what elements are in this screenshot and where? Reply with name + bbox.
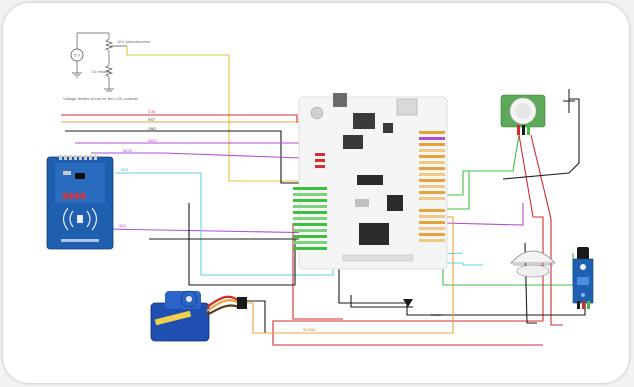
label-buzzer: buzzer [431, 313, 443, 317]
source-label: 5 V [74, 53, 80, 58]
wire-contrast-yellow [126, 46, 323, 182]
power-jack [396, 98, 418, 116]
pir-sensor [500, 94, 546, 135]
left-header-pins [293, 187, 327, 250]
right-header-pins [419, 131, 445, 242]
wire-pir-purple [442, 203, 524, 226]
pot-label: 10 k potentiometer [117, 39, 151, 44]
label-miso: MISO [148, 139, 157, 143]
schematic-caption: Voltage divider circuit for the LCD cont… [63, 96, 139, 101]
sensor-module [572, 247, 594, 309]
label-sck: SCK [121, 168, 129, 172]
wire-labels: 3.3V RST GND MISO MOSI SCK SDA SIGNAL bu… [119, 110, 443, 332]
wire-vcc-red [61, 114, 298, 123]
wire-pir-green [435, 134, 520, 196]
servo-motor [150, 290, 247, 342]
usb-chip [357, 175, 383, 185]
sensor-probe [577, 247, 589, 261]
nfc-antenna-icon [62, 207, 98, 231]
label-mosi: MOSI [123, 149, 132, 153]
wire-servo-red [292, 223, 343, 320]
diagram-card: 5 V 10 k potentiometer 1 k resistor Volt… [3, 3, 629, 383]
wire-servo-signal [241, 216, 454, 334]
resistor-label: 1 k resistor [91, 69, 111, 74]
wire-power-red [272, 134, 544, 346]
label-rst: RST [148, 118, 156, 122]
push-switch [563, 89, 575, 113]
wire-buzzer-black [350, 295, 403, 308]
label-sda: SDA [119, 224, 127, 228]
potentiometer-symbol [104, 33, 114, 59]
label-signal: SIGNAL [303, 328, 316, 332]
diode [403, 299, 413, 308]
wire-tact-black [502, 98, 580, 180]
wire-power-red-2 [530, 134, 563, 326]
arduino-board [293, 93, 448, 270]
wire-black-2 [188, 203, 296, 286]
rfid-module [46, 155, 114, 250]
usb-port [333, 93, 347, 107]
microcontroller-chip [359, 223, 389, 245]
resistor-symbol [104, 59, 114, 83]
wiring-diagram: 5 V 10 k potentiometer 1 k resistor Volt… [46, 32, 594, 346]
voltage-divider-schematic: 5 V 10 k potentiometer 1 k resistor Volt… [63, 32, 151, 101]
wire-rst-orange [61, 121, 329, 162]
label-gnd: GND [148, 127, 156, 131]
buzzer [510, 250, 556, 278]
label-vcc: 3.3V [148, 110, 156, 114]
